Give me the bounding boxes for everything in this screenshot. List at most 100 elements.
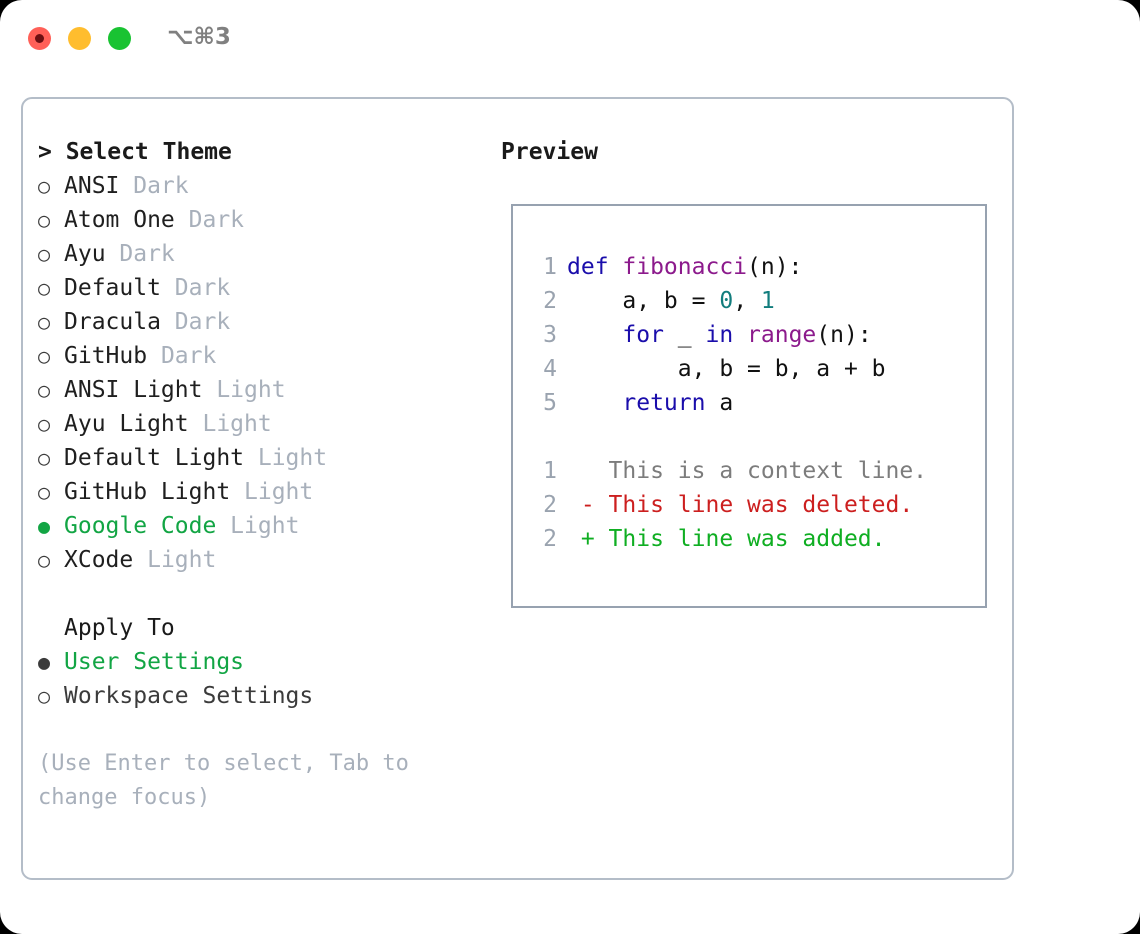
theme-item-kind: Light — [216, 513, 300, 539]
line-number: 2 — [543, 288, 557, 314]
theme-item-dracula[interactable]: ○Dracula Dark — [38, 305, 478, 339]
code-token: This is a context line. — [567, 458, 928, 484]
theme-item-label: ANSI — [64, 173, 120, 199]
code-token: - This line was deleted. — [567, 492, 914, 518]
code-token: , — [733, 288, 761, 314]
line-number: 1 — [543, 458, 557, 484]
theme-item-kind: Dark — [174, 207, 245, 233]
code-line: 1 def fibonacci(n): — [529, 250, 979, 284]
theme-item-label: GitHub Light — [64, 479, 231, 505]
close-button[interactable] — [28, 27, 51, 50]
theme-item-default-light[interactable]: ○ Default Light Light — [38, 441, 478, 475]
theme-item-kind: Light — [202, 377, 286, 403]
radio-unselected-icon[interactable]: ○ — [38, 242, 51, 266]
code-token: a, b = b, a + b — [567, 356, 886, 382]
theme-selector: > Select Theme ○ANSI Dark○Atom One Dark○… — [38, 135, 478, 577]
line-number: 3 — [543, 322, 557, 348]
code-line: 3 for _ in range(n): — [529, 318, 979, 352]
keyboard-shortcut-label: ⌥⌘3 — [167, 24, 231, 50]
window-titlebar: ⌥⌘3 — [0, 0, 1140, 78]
radio-selected-icon[interactable]: ● — [38, 514, 51, 538]
diff-line: 2 - This line was deleted. — [529, 488, 979, 522]
theme-item-label: Default Light — [64, 445, 245, 471]
code-token: + This line was added. — [567, 526, 886, 552]
theme-item-xcode[interactable]: ○XCode Light — [38, 543, 478, 577]
radio-unselected-icon[interactable]: ○ — [38, 446, 51, 470]
theme-item-label: ANSI Light — [64, 377, 203, 403]
theme-item-kind: Dark — [147, 343, 217, 369]
radio-unselected-icon[interactable]: ○ — [38, 480, 51, 504]
theme-item-kind: Dark — [160, 275, 231, 301]
dialog-panel: > Select Theme ○ANSI Dark○Atom One Dark○… — [21, 97, 1014, 880]
theme-item-label: Ayu Light — [64, 411, 189, 437]
radio-unselected-icon[interactable]: ○ — [38, 310, 51, 334]
theme-item-label: Dracula — [64, 309, 161, 335]
code-spacer — [529, 420, 979, 454]
theme-item-ansi[interactable]: ○ ANSI Dark — [38, 169, 478, 203]
keyboard-hint-text: (Use Enter to select, Tab to change focu… — [38, 751, 423, 810]
radio-unselected-icon[interactable]: ○ — [38, 276, 51, 300]
theme-item-label: Ayu — [64, 241, 106, 267]
code-token: (n): — [816, 322, 872, 348]
radio-selected-icon[interactable]: ● — [38, 650, 51, 674]
diff-line: 2 + This line was added. — [529, 522, 979, 556]
apply-to-heading: Apply To — [64, 615, 175, 641]
radio-unselected-icon[interactable]: ○ — [38, 548, 51, 572]
theme-item-kind: Dark — [119, 173, 189, 199]
apply-to-item-user-settings[interactable]: ● User Settings — [38, 645, 478, 679]
theme-item-github-light[interactable]: ○ GitHub Light Light — [38, 475, 478, 509]
code-token: a — [705, 390, 734, 416]
radio-unselected-icon[interactable]: ○ — [38, 208, 51, 232]
apply-to-item-label: User Settings — [64, 649, 245, 675]
radio-unselected-icon[interactable]: ○ — [38, 684, 51, 708]
theme-item-kind: Light — [230, 479, 314, 505]
apply-to-group: Apply To ● User Settings ○ Workspace Settin… — [38, 611, 478, 713]
code-token — [567, 390, 622, 416]
theme-item-default[interactable]: ○Default Dark — [38, 271, 478, 305]
code-token: _ — [663, 322, 706, 348]
apply-to-list[interactable]: ● User Settings ○ Workspace Settings — [38, 645, 478, 713]
code-line: 4 a, b = b, a + b — [529, 352, 979, 386]
code-token: (n): — [747, 254, 803, 280]
apply-to-item-workspace-settings[interactable]: ○ Workspace Settings — [38, 679, 478, 713]
code-line: 2 a, b = 0, 1 — [529, 284, 979, 318]
code-token: 1 — [760, 288, 775, 314]
radio-unselected-icon[interactable]: ○ — [38, 344, 51, 368]
line-number: 2 — [543, 492, 557, 518]
maximize-button[interactable] — [108, 27, 131, 50]
line-number: 1 — [543, 254, 557, 280]
code-token: for — [622, 322, 664, 348]
radio-unselected-icon[interactable]: ○ — [38, 412, 51, 436]
code-token: 0 — [719, 288, 734, 314]
theme-item-github[interactable]: ○ GitHub Dark — [38, 339, 478, 373]
line-number: 2 — [543, 526, 557, 552]
code-token: in — [705, 322, 734, 348]
radio-unselected-icon[interactable]: ○ — [38, 378, 51, 402]
code-token: def — [567, 254, 623, 280]
minimize-button[interactable] — [68, 27, 91, 50]
theme-item-google-code[interactable]: ●Google Code Light — [38, 509, 478, 543]
code-token: fibonacci — [622, 254, 748, 280]
theme-item-ayu[interactable]: ○Ayu Dark — [38, 237, 478, 271]
theme-item-atom-one[interactable]: ○ Atom One Dark — [38, 203, 478, 237]
select-theme-heading: > Select Theme — [38, 139, 232, 165]
theme-item-ansi-light[interactable]: ○ ANSI Light Light — [38, 373, 478, 407]
theme-item-kind: Light — [244, 445, 328, 471]
theme-item-label: GitHub — [64, 343, 148, 369]
theme-list[interactable]: ○ANSI Dark○Atom One Dark○Ayu Dark○Defaul… — [38, 169, 478, 577]
code-token — [567, 322, 622, 348]
code-token: return — [622, 390, 706, 416]
code-line: 5 return a — [529, 386, 979, 420]
radio-unselected-icon[interactable]: ○ — [38, 174, 51, 198]
line-number: 4 — [543, 356, 557, 382]
theme-item-ayu-light[interactable]: ○ Ayu Light Light — [38, 407, 478, 441]
theme-item-kind: Light — [188, 411, 272, 437]
code-token: a, b = — [567, 288, 720, 314]
theme-item-label: Atom One — [64, 207, 175, 233]
apply-to-item-label: Workspace Settings — [64, 683, 314, 709]
code-token — [733, 322, 747, 348]
